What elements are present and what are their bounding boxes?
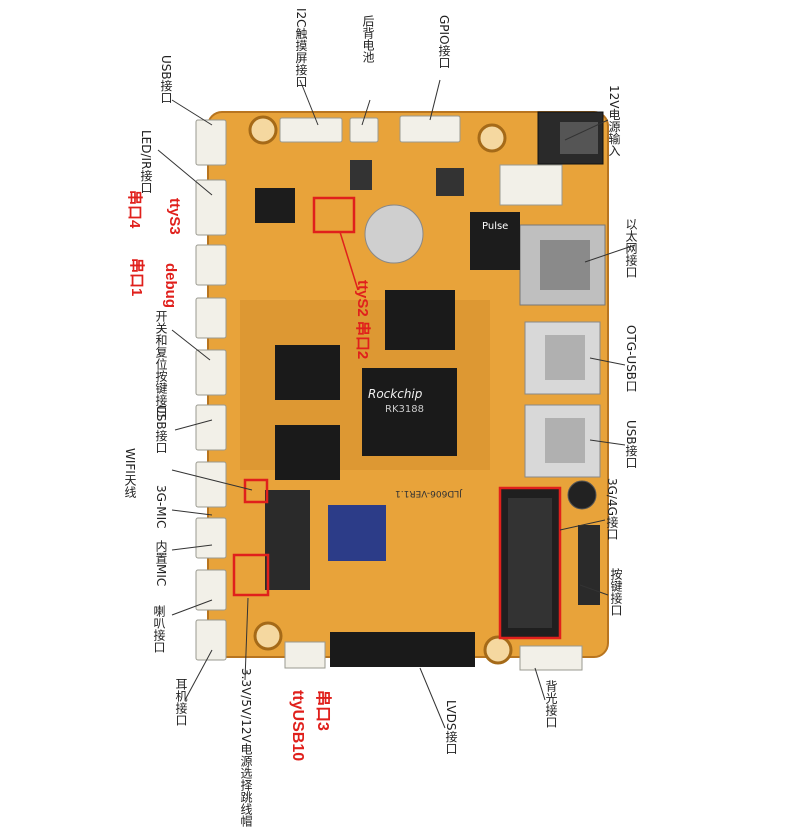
otg-usb-port	[524, 321, 601, 395]
label-tty-usb10: ttyUSB10	[289, 690, 306, 762]
label-uart3: 串口3	[314, 690, 331, 731]
pulse-label: Pulse	[482, 221, 509, 232]
label-i2c-touch: I2C触摸屏接口	[294, 8, 308, 88]
side-connector	[499, 164, 563, 206]
memory-chip-left-2	[275, 425, 340, 480]
label-otg-usb: OTG-USB口	[624, 325, 638, 393]
rockchip-logo: Rockchip	[368, 387, 423, 401]
leader-lines	[157, 79, 636, 729]
soc-model: RK3188	[385, 404, 424, 415]
label-12v-power: 12V电源输入	[607, 85, 621, 157]
label-tty-s2-uart2: ttyS2 串口2	[354, 280, 371, 360]
label-wifi-antenna: WIFI天线	[123, 448, 137, 498]
label-lvds: LVDS接口	[444, 700, 458, 755]
backlight-connector	[519, 645, 583, 671]
label-builtin-mic: 内置MIC	[154, 540, 168, 587]
label-usb-mid-left: USB接口	[154, 405, 168, 454]
label-led-ir: LED/IR接口	[139, 130, 153, 194]
audio-connector	[265, 490, 310, 590]
bottom-uart3-connector	[284, 641, 326, 669]
label-uart4: 串口4	[126, 190, 143, 229]
uart2-pointer	[339, 231, 359, 291]
label-gpio: GPIO接口	[437, 15, 451, 69]
side-button	[578, 525, 600, 605]
lvds-connector	[330, 632, 475, 667]
label-3g4g: 3G/4G接口	[605, 478, 619, 540]
capacitor	[567, 480, 597, 510]
label-ethernet: 以太网接口	[624, 218, 638, 278]
label-power-select: 3.3V/5V/12V电源选择跳线帽	[239, 668, 253, 827]
left-connectors	[195, 119, 227, 661]
label-usb-top-left: USB接口	[159, 55, 173, 104]
board-diagram	[157, 79, 636, 729]
label-usb-right: USB接口	[624, 420, 638, 469]
small-chip-2	[436, 168, 464, 196]
label-speaker: 喇叭接口	[152, 605, 166, 653]
label-uart1: 串口1	[128, 258, 145, 297]
ethernet-port	[519, 224, 606, 306]
highlight-boxes	[232, 196, 562, 640]
power-jack	[537, 111, 604, 165]
pulse-transformer	[470, 212, 520, 270]
top-connectors	[279, 115, 461, 143]
soc-chip	[362, 368, 457, 456]
small-chip-3	[350, 160, 372, 190]
label-debug: debug	[162, 263, 179, 308]
label-tty-s3: ttyS3	[166, 198, 183, 235]
label-backlight: 背光接口	[544, 680, 558, 728]
label-headphone: 耳机接口	[174, 678, 188, 726]
label-3g-mic: 3G-MIC	[154, 485, 168, 529]
mounting-holes	[248, 115, 513, 665]
memory-chip-left-1	[275, 345, 340, 400]
usb-port-right	[524, 404, 601, 478]
small-chip-1	[255, 188, 295, 223]
memory-chip-top	[385, 290, 455, 350]
board-id: JLD606-VER1.1	[395, 488, 462, 498]
label-rtc-battery: 后背电池	[361, 15, 375, 63]
wifi-module	[328, 505, 386, 561]
label-switch-reset: 开关和复位按键接口	[154, 310, 168, 418]
rtc-battery-holder	[364, 204, 424, 264]
label-buttons: 按键接口	[609, 568, 623, 616]
module-3g4g-slot	[500, 488, 560, 638]
